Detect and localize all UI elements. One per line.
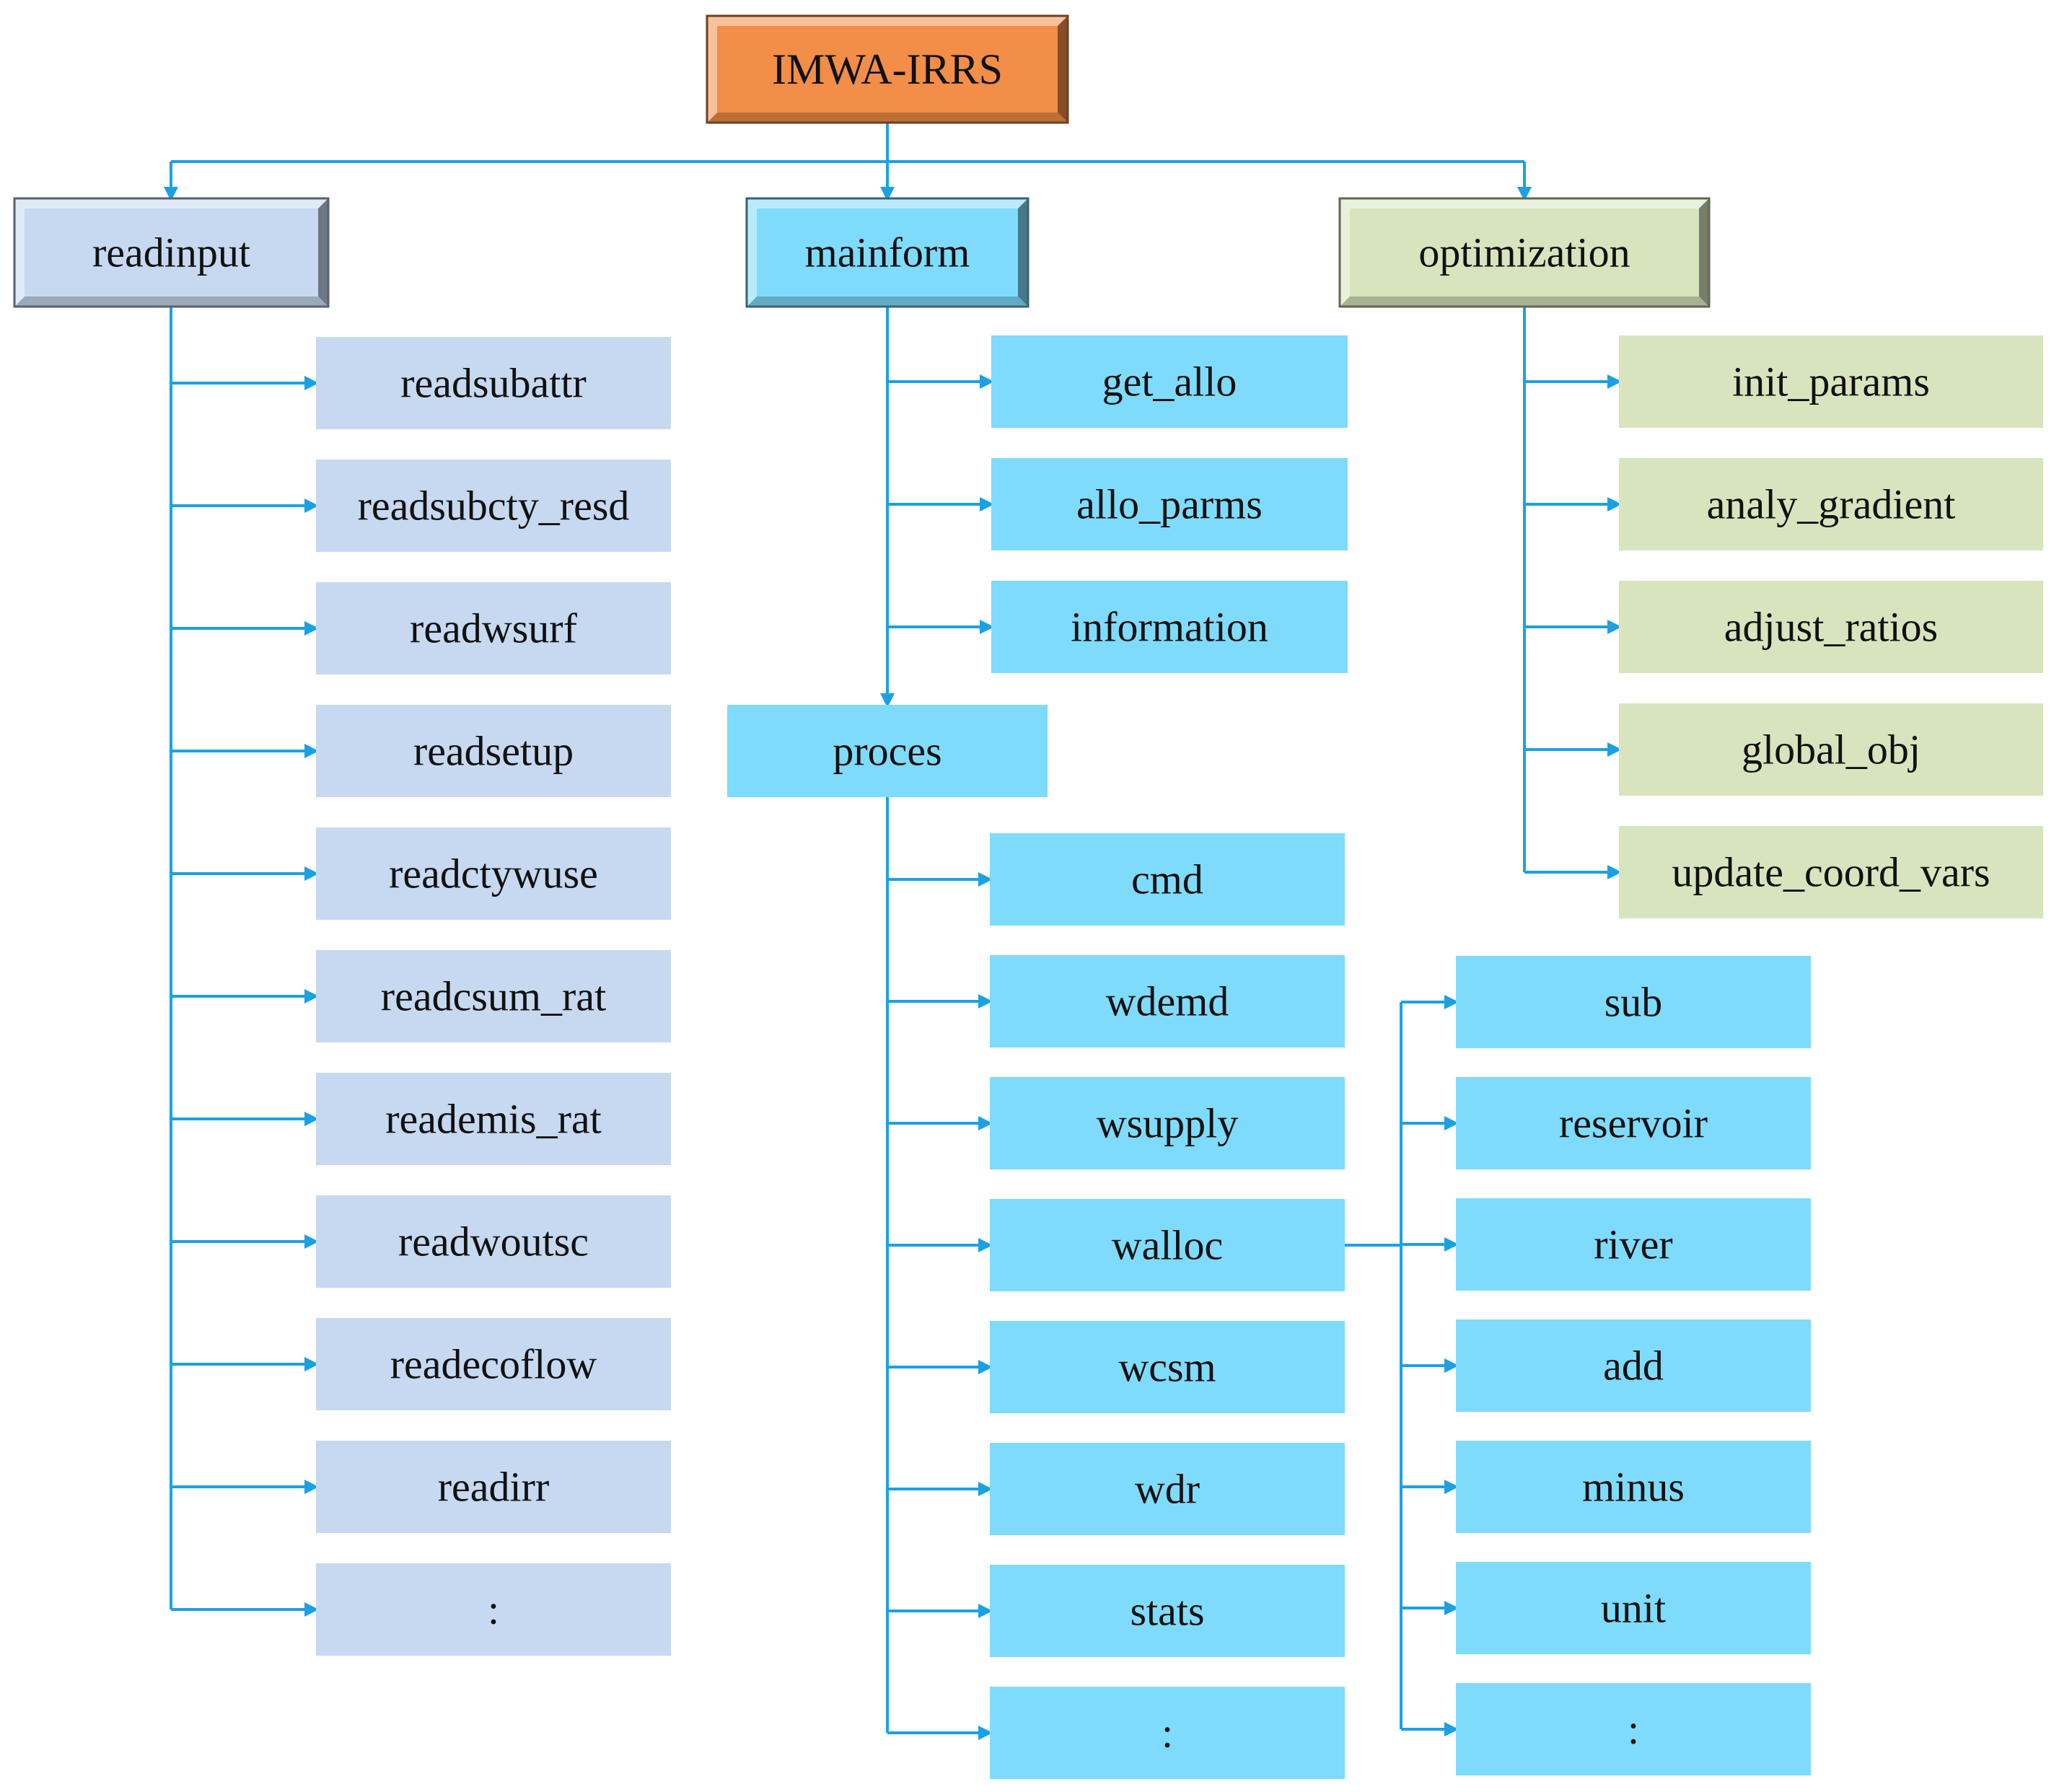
readinput-child-readwsurf-label: readwsurf — [410, 605, 578, 652]
proces-child-wsupply — [990, 1077, 1345, 1169]
mainform-node-label: mainform — [805, 229, 970, 276]
proces-child-walloc — [990, 1199, 1345, 1291]
optimization-child-analy-gradient-label: analy_gradient — [1707, 481, 1956, 528]
walloc-child-minus-label: minus — [1582, 1464, 1685, 1511]
readinput-child-readirr-label: readirr — [438, 1464, 550, 1511]
walloc-child-river — [1456, 1198, 1811, 1291]
optimization-child-adjust-ratios — [1619, 581, 2043, 673]
readinput-child-readsubcty-resd — [316, 460, 671, 552]
readinput-child-readwsurf — [316, 582, 671, 675]
walloc-child-reservoir-label: reservoir — [1559, 1100, 1708, 1147]
optimization-child-update-coord-vars — [1619, 826, 2043, 918]
connector-lines — [164, 123, 1622, 1740]
proces-child-wdemd — [990, 955, 1345, 1047]
proces-child-stats-label: stats — [1130, 1588, 1204, 1635]
optimization-child-init-params-label: init_params — [1732, 359, 1930, 405]
walloc-child-sub — [1456, 956, 1811, 1048]
walloc-child-ellipsis-label: : — [1628, 1706, 1639, 1753]
diagram-nodes: IMWA-IRRS readinput mainform optimization re… — [13, 14, 2043, 1779]
readinput-child-readctywuse-label: readctywuse — [389, 851, 598, 897]
mainform-child-information-label: information — [1071, 604, 1268, 651]
optimization-node-label: optimization — [1418, 229, 1630, 276]
readinput-child-reademis-rat — [316, 1073, 671, 1165]
proces-child-wdemd-label: wdemd — [1106, 978, 1229, 1025]
proces-child-wcsm-label: wcsm — [1118, 1344, 1216, 1391]
readinput-child-readecoflow — [316, 1318, 671, 1410]
mainform-child-information — [991, 581, 1348, 673]
readinput-child-ellipsis — [316, 1563, 671, 1656]
walloc-child-reservoir — [1456, 1077, 1811, 1169]
optimization-child-analy-gradient — [1619, 458, 2043, 550]
readinput-child-readctywuse — [316, 827, 671, 920]
readinput-child-readsubcty-resd-label: readsubcty_resd — [358, 483, 630, 530]
mainform-node — [745, 197, 1030, 308]
proces-node — [727, 705, 1048, 797]
mainform-child-allo-parms — [991, 458, 1348, 550]
walloc-child-sub-label: sub — [1604, 979, 1663, 1026]
readinput-child-readwoutsc-label: readwoutsc — [398, 1218, 589, 1265]
walloc-child-minus — [1456, 1441, 1811, 1533]
walloc-child-add — [1456, 1319, 1811, 1412]
proces-child-wcsm — [990, 1321, 1345, 1413]
walloc-child-add-label: add — [1603, 1343, 1664, 1389]
readinput-child-readirr — [316, 1441, 671, 1533]
optimization-child-global-obj-label: global_obj — [1742, 726, 1920, 773]
walloc-child-ellipsis — [1456, 1683, 1811, 1775]
readinput-child-readsubattr — [316, 337, 671, 429]
walloc-child-unit-label: unit — [1601, 1585, 1666, 1632]
mainform-child-get-allo-label: get_allo — [1102, 359, 1237, 405]
optimization-child-global-obj — [1619, 703, 2043, 796]
optimization-child-init-params — [1619, 335, 2043, 428]
proces-child-cmd — [990, 833, 1345, 926]
proces-child-ellipsis-label: : — [1162, 1710, 1173, 1757]
proces-child-wdr-label: wdr — [1135, 1466, 1200, 1513]
readinput-child-reademis-rat-label: reademis_rat — [385, 1096, 602, 1143]
proces-child-ellipsis — [990, 1687, 1345, 1779]
optimization-child-adjust-ratios-label: adjust_ratios — [1724, 604, 1938, 651]
walloc-child-unit — [1456, 1562, 1811, 1654]
root-node — [706, 14, 1069, 124]
readinput-child-readsetup-label: readsetup — [413, 728, 574, 775]
proces-child-wsupply-label: wsupply — [1097, 1100, 1239, 1147]
root-node-label: IMWA-IRRS — [772, 45, 1003, 93]
proces-child-wdr — [990, 1443, 1345, 1535]
readinput-child-readcsum-rat — [316, 950, 671, 1042]
readinput-node — [13, 197, 330, 308]
proces-child-stats — [990, 1565, 1345, 1657]
readinput-child-readsetup — [316, 705, 671, 797]
readinput-child-readwoutsc — [316, 1195, 671, 1288]
mainform-child-get-allo — [991, 335, 1348, 428]
walloc-child-river-label: river — [1594, 1221, 1673, 1268]
readinput-node-label: readinput — [92, 229, 250, 276]
mainform-child-allo-parms-label: allo_parms — [1076, 481, 1263, 528]
readinput-child-ellipsis-label: : — [488, 1586, 499, 1633]
readinput-child-readsubattr-label: readsubattr — [400, 360, 587, 407]
readinput-child-readcsum-rat-label: readcsum_rat — [381, 973, 606, 1020]
optimization-node — [1338, 197, 1711, 308]
proces-child-walloc-label: walloc — [1112, 1222, 1224, 1269]
readinput-child-readecoflow-label: readecoflow — [390, 1341, 597, 1388]
optimization-child-update-coord-vars-label: update_coord_vars — [1672, 849, 1990, 896]
proces-child-cmd-label: cmd — [1131, 856, 1203, 903]
proces-node-label: proces — [833, 728, 941, 775]
